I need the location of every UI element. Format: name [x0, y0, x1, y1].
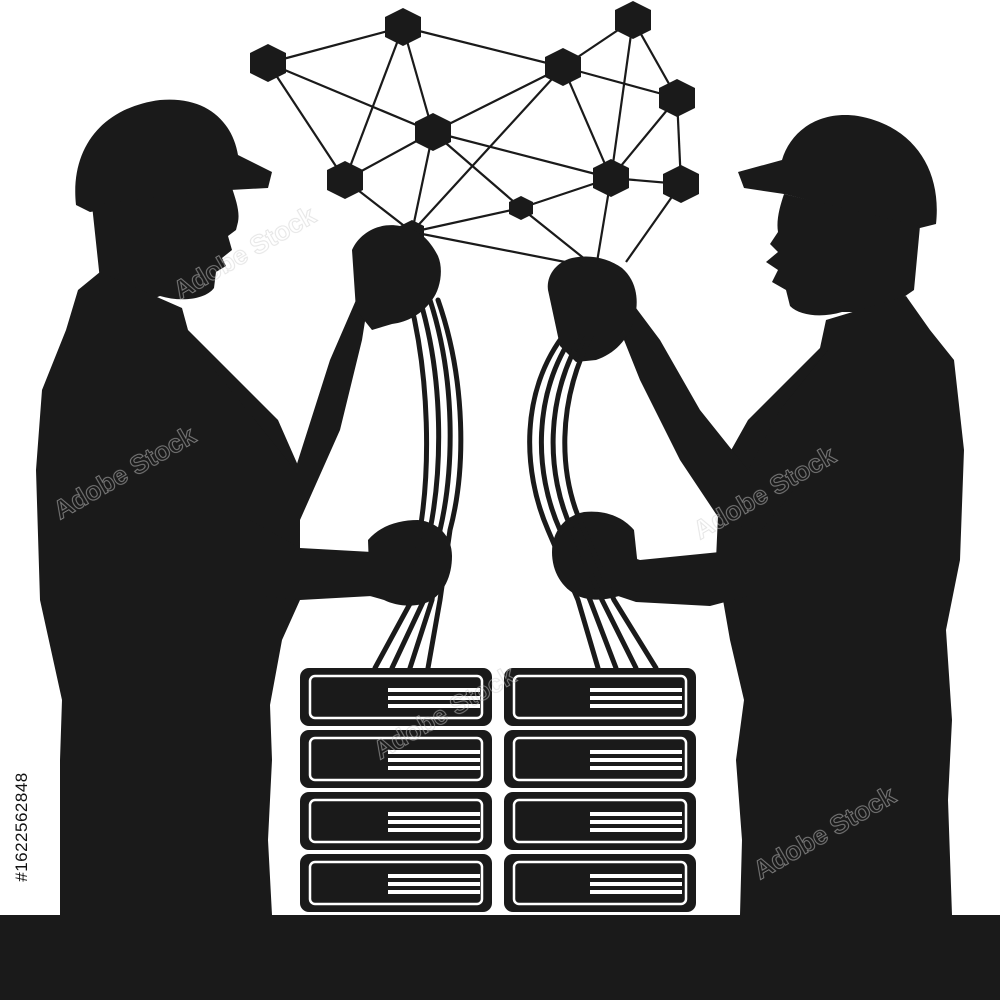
left-server-rack — [300, 668, 492, 912]
left-technician-upper-hand — [352, 225, 441, 330]
server-unit — [300, 854, 492, 912]
server-unit — [504, 854, 696, 912]
left-technician — [36, 99, 452, 915]
network-node — [593, 159, 629, 197]
vent-grid — [388, 874, 480, 894]
network-node — [545, 48, 581, 86]
left-technician-torso — [36, 272, 300, 915]
network-node — [250, 44, 286, 82]
network-node — [327, 161, 363, 199]
left-technician-upper-arm — [190, 290, 370, 522]
right-server-rack — [504, 668, 696, 912]
left-technician-head — [92, 188, 239, 300]
left-technician-cap — [75, 99, 272, 212]
stock-id-text: #1622562848 — [12, 772, 31, 882]
server-unit — [300, 792, 492, 850]
server-unit — [504, 730, 696, 788]
vent-grid — [388, 812, 480, 832]
floor-band — [0, 915, 1000, 1000]
network-node — [659, 79, 695, 117]
network-node — [509, 196, 533, 220]
network-graph — [250, 1, 699, 270]
server-unit — [300, 730, 492, 788]
vent-grid — [388, 750, 480, 770]
right-cable-bundle — [527, 329, 659, 671]
server-unit — [504, 792, 696, 850]
left-cable-bundle — [372, 297, 464, 671]
server-unit — [504, 668, 696, 726]
vent-grid — [388, 688, 480, 708]
network-node — [663, 165, 699, 203]
server-unit — [300, 668, 492, 726]
right-technician-head — [766, 194, 920, 316]
network-nodes — [250, 1, 699, 244]
stock-id-label: #1622562848 — [10, 752, 34, 902]
network-edges — [267, 19, 683, 270]
network-node — [615, 1, 651, 39]
network-node — [415, 113, 451, 151]
vent-grid — [590, 874, 682, 894]
vent-grid — [590, 812, 682, 832]
network-node — [385, 8, 421, 46]
left-technician-lower-arm — [250, 520, 396, 600]
right-technician-cap — [738, 115, 937, 228]
right-technician-upper-arm — [616, 300, 828, 532]
vent-grid — [590, 688, 682, 708]
right-technician-upper-hand — [547, 256, 637, 362]
right-technician — [547, 115, 964, 915]
vent-grid — [590, 750, 682, 770]
